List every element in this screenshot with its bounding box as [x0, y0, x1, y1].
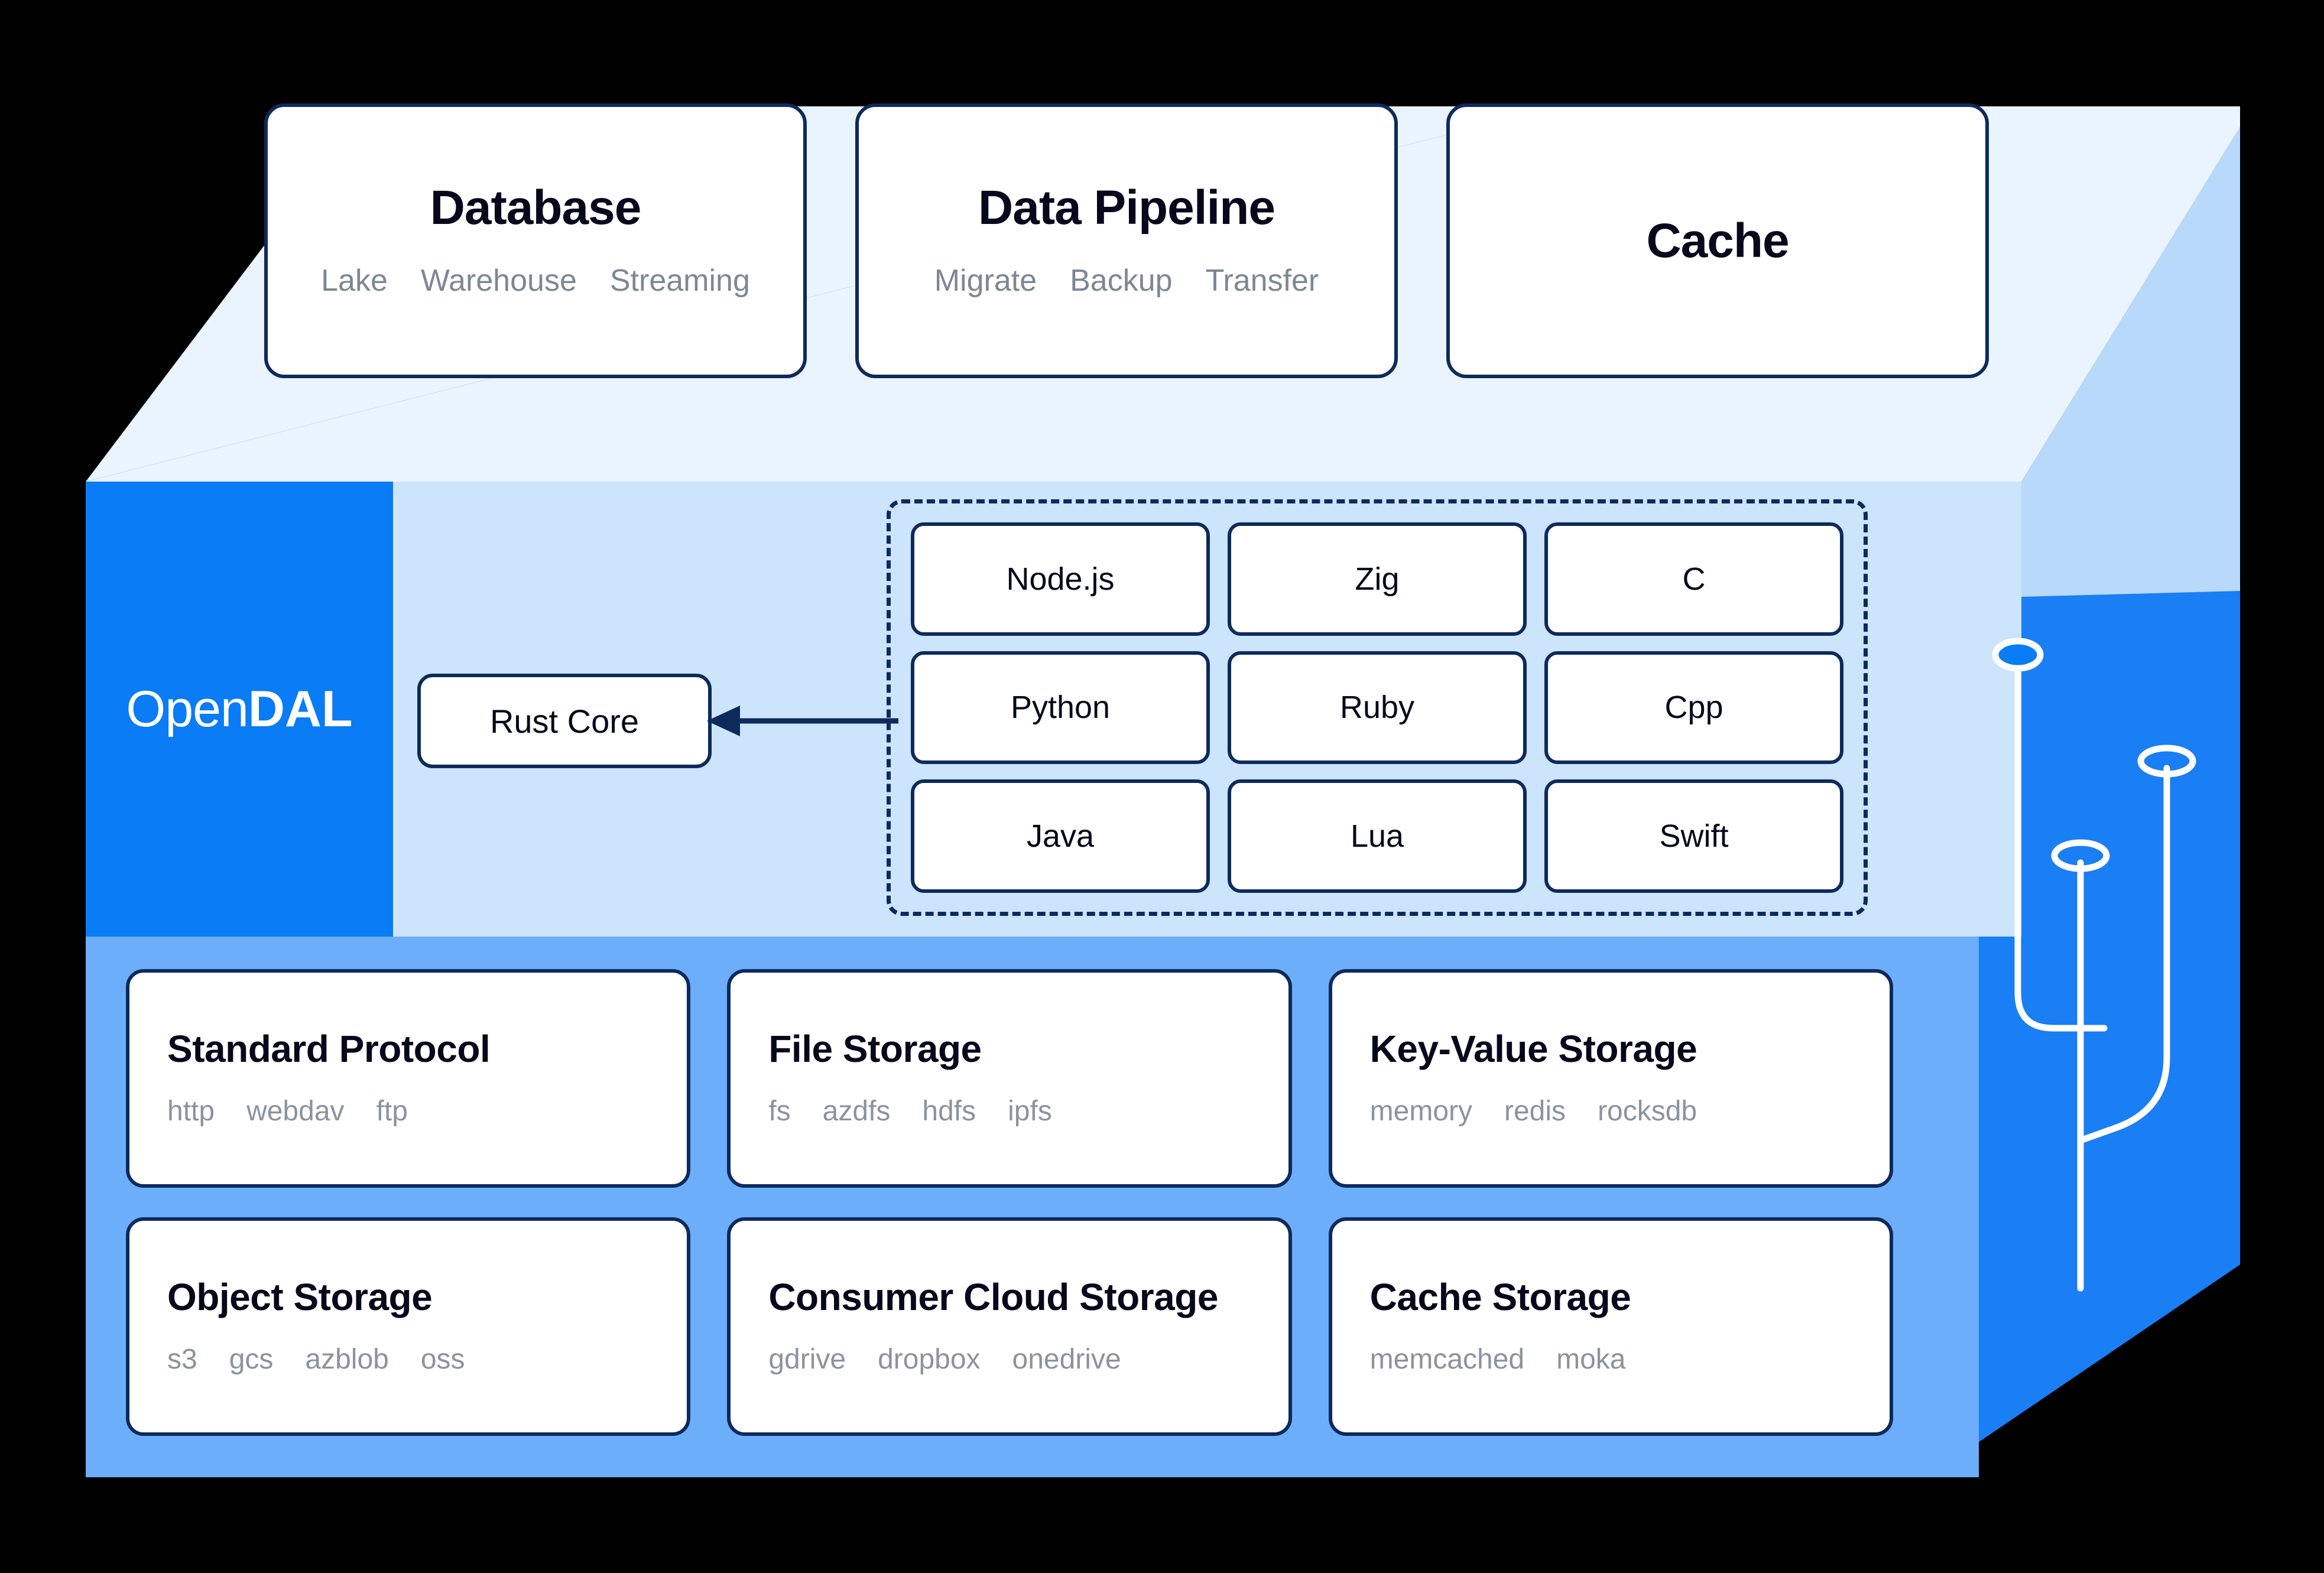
- circuit-node-hollow-middle: [2051, 839, 2110, 872]
- service-tag: fs: [768, 1096, 791, 1127]
- service-tag: hdfs: [922, 1096, 976, 1127]
- service-tag: http: [167, 1096, 215, 1127]
- usecase-tag: Backup: [1070, 263, 1173, 298]
- service-tag: azdfs: [822, 1096, 891, 1127]
- usecase-card-row: Database Lake Warehouse Streaming Data P…: [264, 103, 1989, 378]
- service-tag: moka: [1556, 1344, 1626, 1376]
- logo-open-part: Open: [126, 680, 248, 737]
- usecase-tag: Transfer: [1205, 263, 1319, 298]
- lang-box-lua[interactable]: Lua: [1228, 779, 1527, 893]
- circuit-node-filled: [1992, 638, 2044, 672]
- service-title: File Storage: [768, 1027, 982, 1070]
- circuit-decoration: [2014, 658, 2170, 1292]
- usecase-title: Cache: [1646, 213, 1789, 268]
- service-tag-list: s3 gcs azblob oss: [167, 1343, 649, 1376]
- language-bindings-group: Node.js Zig C Python Ruby Cpp Java Lua S…: [887, 499, 1868, 916]
- service-tag: ftp: [376, 1096, 408, 1127]
- service-tag-list: gdrive dropbox onedrive: [768, 1343, 1250, 1376]
- service-tag-list: memcached moka: [1370, 1343, 1852, 1376]
- service-tag: ipfs: [1008, 1096, 1052, 1127]
- service-tag: dropbox: [878, 1344, 981, 1376]
- rust-core-box[interactable]: Rust Core: [417, 674, 712, 768]
- service-card-standard-protocol[interactable]: Standard Protocol http webdav ftp: [126, 969, 691, 1188]
- usecase-tag: Warehouse: [420, 263, 577, 298]
- service-tag: s3: [167, 1344, 197, 1376]
- service-tag-list: fs azdfs hdfs ipfs: [768, 1095, 1250, 1127]
- usecase-title: Data Pipeline: [978, 180, 1275, 235]
- service-card-cache-storage[interactable]: Cache Storage memcached moka: [1328, 1217, 1893, 1436]
- service-card-grid: Standard Protocol http webdav ftp File S…: [126, 969, 1893, 1436]
- service-card-file-storage[interactable]: File Storage fs azdfs hdfs ipfs: [727, 969, 1292, 1188]
- usecase-card-cache[interactable]: Cache: [1446, 103, 1989, 378]
- logo-dal-part: DAL: [248, 680, 353, 737]
- usecase-card-data-pipeline[interactable]: Data Pipeline Migrate Backup Transfer: [855, 103, 1398, 378]
- box-right-face-light-2: [2021, 127, 2240, 597]
- opendal-logo: OpenDAL: [86, 482, 393, 937]
- service-card-object-storage[interactable]: Object Storage s3 gcs azblob oss: [126, 1217, 691, 1436]
- lang-box-nodejs[interactable]: Node.js: [911, 522, 1210, 636]
- service-tag: memory: [1369, 1096, 1472, 1127]
- circuit-stem-right: [2077, 765, 2170, 1144]
- service-tag: rocksdb: [1598, 1096, 1697, 1127]
- lang-box-c[interactable]: C: [1544, 522, 1843, 636]
- usecase-tag-list: Migrate Backup Transfer: [934, 263, 1319, 298]
- opendal-brand-panel: [86, 482, 393, 937]
- lang-box-zig[interactable]: Zig: [1228, 522, 1527, 636]
- service-title: Cache Storage: [1369, 1275, 1631, 1318]
- box-right-face-strong-2: [1893, 591, 2240, 1477]
- service-tag-list: http webdav ftp: [167, 1095, 649, 1127]
- lang-box-swift[interactable]: Swift: [1544, 779, 1843, 893]
- usecase-tag: Lake: [321, 263, 388, 298]
- service-tag: azblob: [305, 1344, 389, 1376]
- service-tag: oss: [420, 1344, 465, 1376]
- service-card-consumer-cloud-storage[interactable]: Consumer Cloud Storage gdrive dropbox on…: [727, 1217, 1292, 1436]
- usecase-card-database[interactable]: Database Lake Warehouse Streaming: [264, 103, 807, 378]
- service-title: Key-Value Storage: [1369, 1027, 1697, 1070]
- service-title: Object Storage: [167, 1275, 433, 1318]
- service-tag: redis: [1504, 1096, 1566, 1127]
- circuit-stem-left: [2014, 658, 2108, 1032]
- service-title: Standard Protocol: [167, 1027, 491, 1070]
- service-card-key-value-storage[interactable]: Key-Value Storage memory redis rocksdb: [1328, 969, 1893, 1188]
- service-title: Consumer Cloud Storage: [768, 1275, 1218, 1318]
- lang-box-java[interactable]: Java: [911, 779, 1210, 893]
- lang-box-cpp[interactable]: Cpp: [1544, 651, 1843, 765]
- usecase-tag: Migrate: [934, 263, 1037, 298]
- lang-box-python[interactable]: Python: [911, 651, 1210, 765]
- bindings-to-core-arrow-icon: [707, 706, 898, 736]
- service-tag: gcs: [229, 1344, 274, 1376]
- circuit-node-hollow-right: [2137, 745, 2196, 778]
- service-tag: gdrive: [768, 1344, 846, 1376]
- opendal-logo-text: OpenDAL: [126, 680, 352, 739]
- usecase-tag: Streaming: [609, 263, 750, 298]
- service-tag: memcached: [1369, 1344, 1525, 1376]
- usecase-title: Database: [430, 180, 642, 235]
- service-tag: onedrive: [1012, 1344, 1121, 1376]
- service-tag-list: memory redis rocksdb: [1370, 1095, 1852, 1127]
- service-tag: webdav: [246, 1096, 345, 1127]
- lang-box-ruby[interactable]: Ruby: [1228, 651, 1527, 765]
- usecase-tag-list: Lake Warehouse Streaming: [321, 263, 750, 298]
